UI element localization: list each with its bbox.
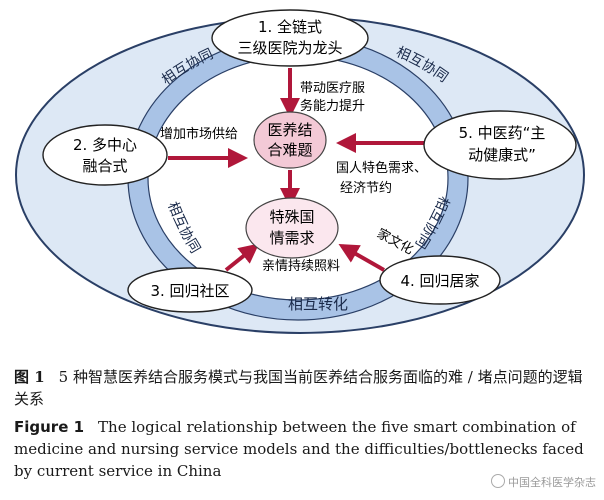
model-5-line-1: 5. 中医药“主 <box>459 124 546 142</box>
model-2-line-2: 融合式 <box>82 157 127 175</box>
model-2-line-1: 2. 多中心 <box>73 136 137 154</box>
arrow-bottom-right <box>338 244 385 272</box>
model-5-node <box>423 110 577 180</box>
model-1-line-2: 三级医院为龙头 <box>237 39 342 57</box>
model-5-line-2: 动健康式” <box>468 146 536 164</box>
model-4-label: 4. 回归居家 <box>400 272 479 290</box>
model-1-node <box>211 9 369 67</box>
problem-node <box>253 111 327 169</box>
problem-line-2: 合难题 <box>267 141 312 159</box>
model-1-line-1: 1. 全链式 <box>258 18 322 36</box>
watermark-icon <box>491 474 505 488</box>
watermark: 中国全科医学杂志 <box>491 474 596 490</box>
caption-en-label: Figure 1 <box>14 418 85 436</box>
arrow-label-bottom-left: 亲情持续照料 <box>262 259 340 274</box>
caption-en-text: The logical relationship between the fiv… <box>14 418 584 480</box>
arrow-label-top-1: 带动医疗服 <box>300 81 365 96</box>
arrow-bottom-left <box>224 243 260 272</box>
caption-zh-label: 图 1 <box>14 368 45 386</box>
watermark-text: 中国全科医学杂志 <box>508 476 596 489</box>
caption-zh-text: 5 种智慧医养结合服务模式与我国当前医养结合服务面临的难 / 堵点问题的逻辑关系 <box>14 368 583 408</box>
arrow-label-top-2: 务能力提升 <box>300 98 365 114</box>
demand-line-1: 特殊国 <box>269 208 314 226</box>
model-4-node <box>379 255 501 305</box>
arrow-label-right-1: 国人特色需求、 <box>336 160 427 176</box>
arrow-label-right-2: 经济节约 <box>340 181 392 196</box>
ring-label-bottom: 相互转化 <box>288 295 348 313</box>
demand-node <box>245 197 339 259</box>
problem-line-1: 医养结 <box>267 121 312 139</box>
model-3-label: 3. 回归社区 <box>150 282 229 300</box>
model-3-node <box>127 267 253 313</box>
model-2-node <box>42 124 168 186</box>
arrow-label-left: 增加市场供给 <box>160 126 238 142</box>
logic-diagram: 相互协同 相互协同 相互协同 相互协同 相互转化 带动医疗服 务能力提升 增加市… <box>15 9 585 334</box>
demand-line-2: 情需求 <box>269 229 314 247</box>
